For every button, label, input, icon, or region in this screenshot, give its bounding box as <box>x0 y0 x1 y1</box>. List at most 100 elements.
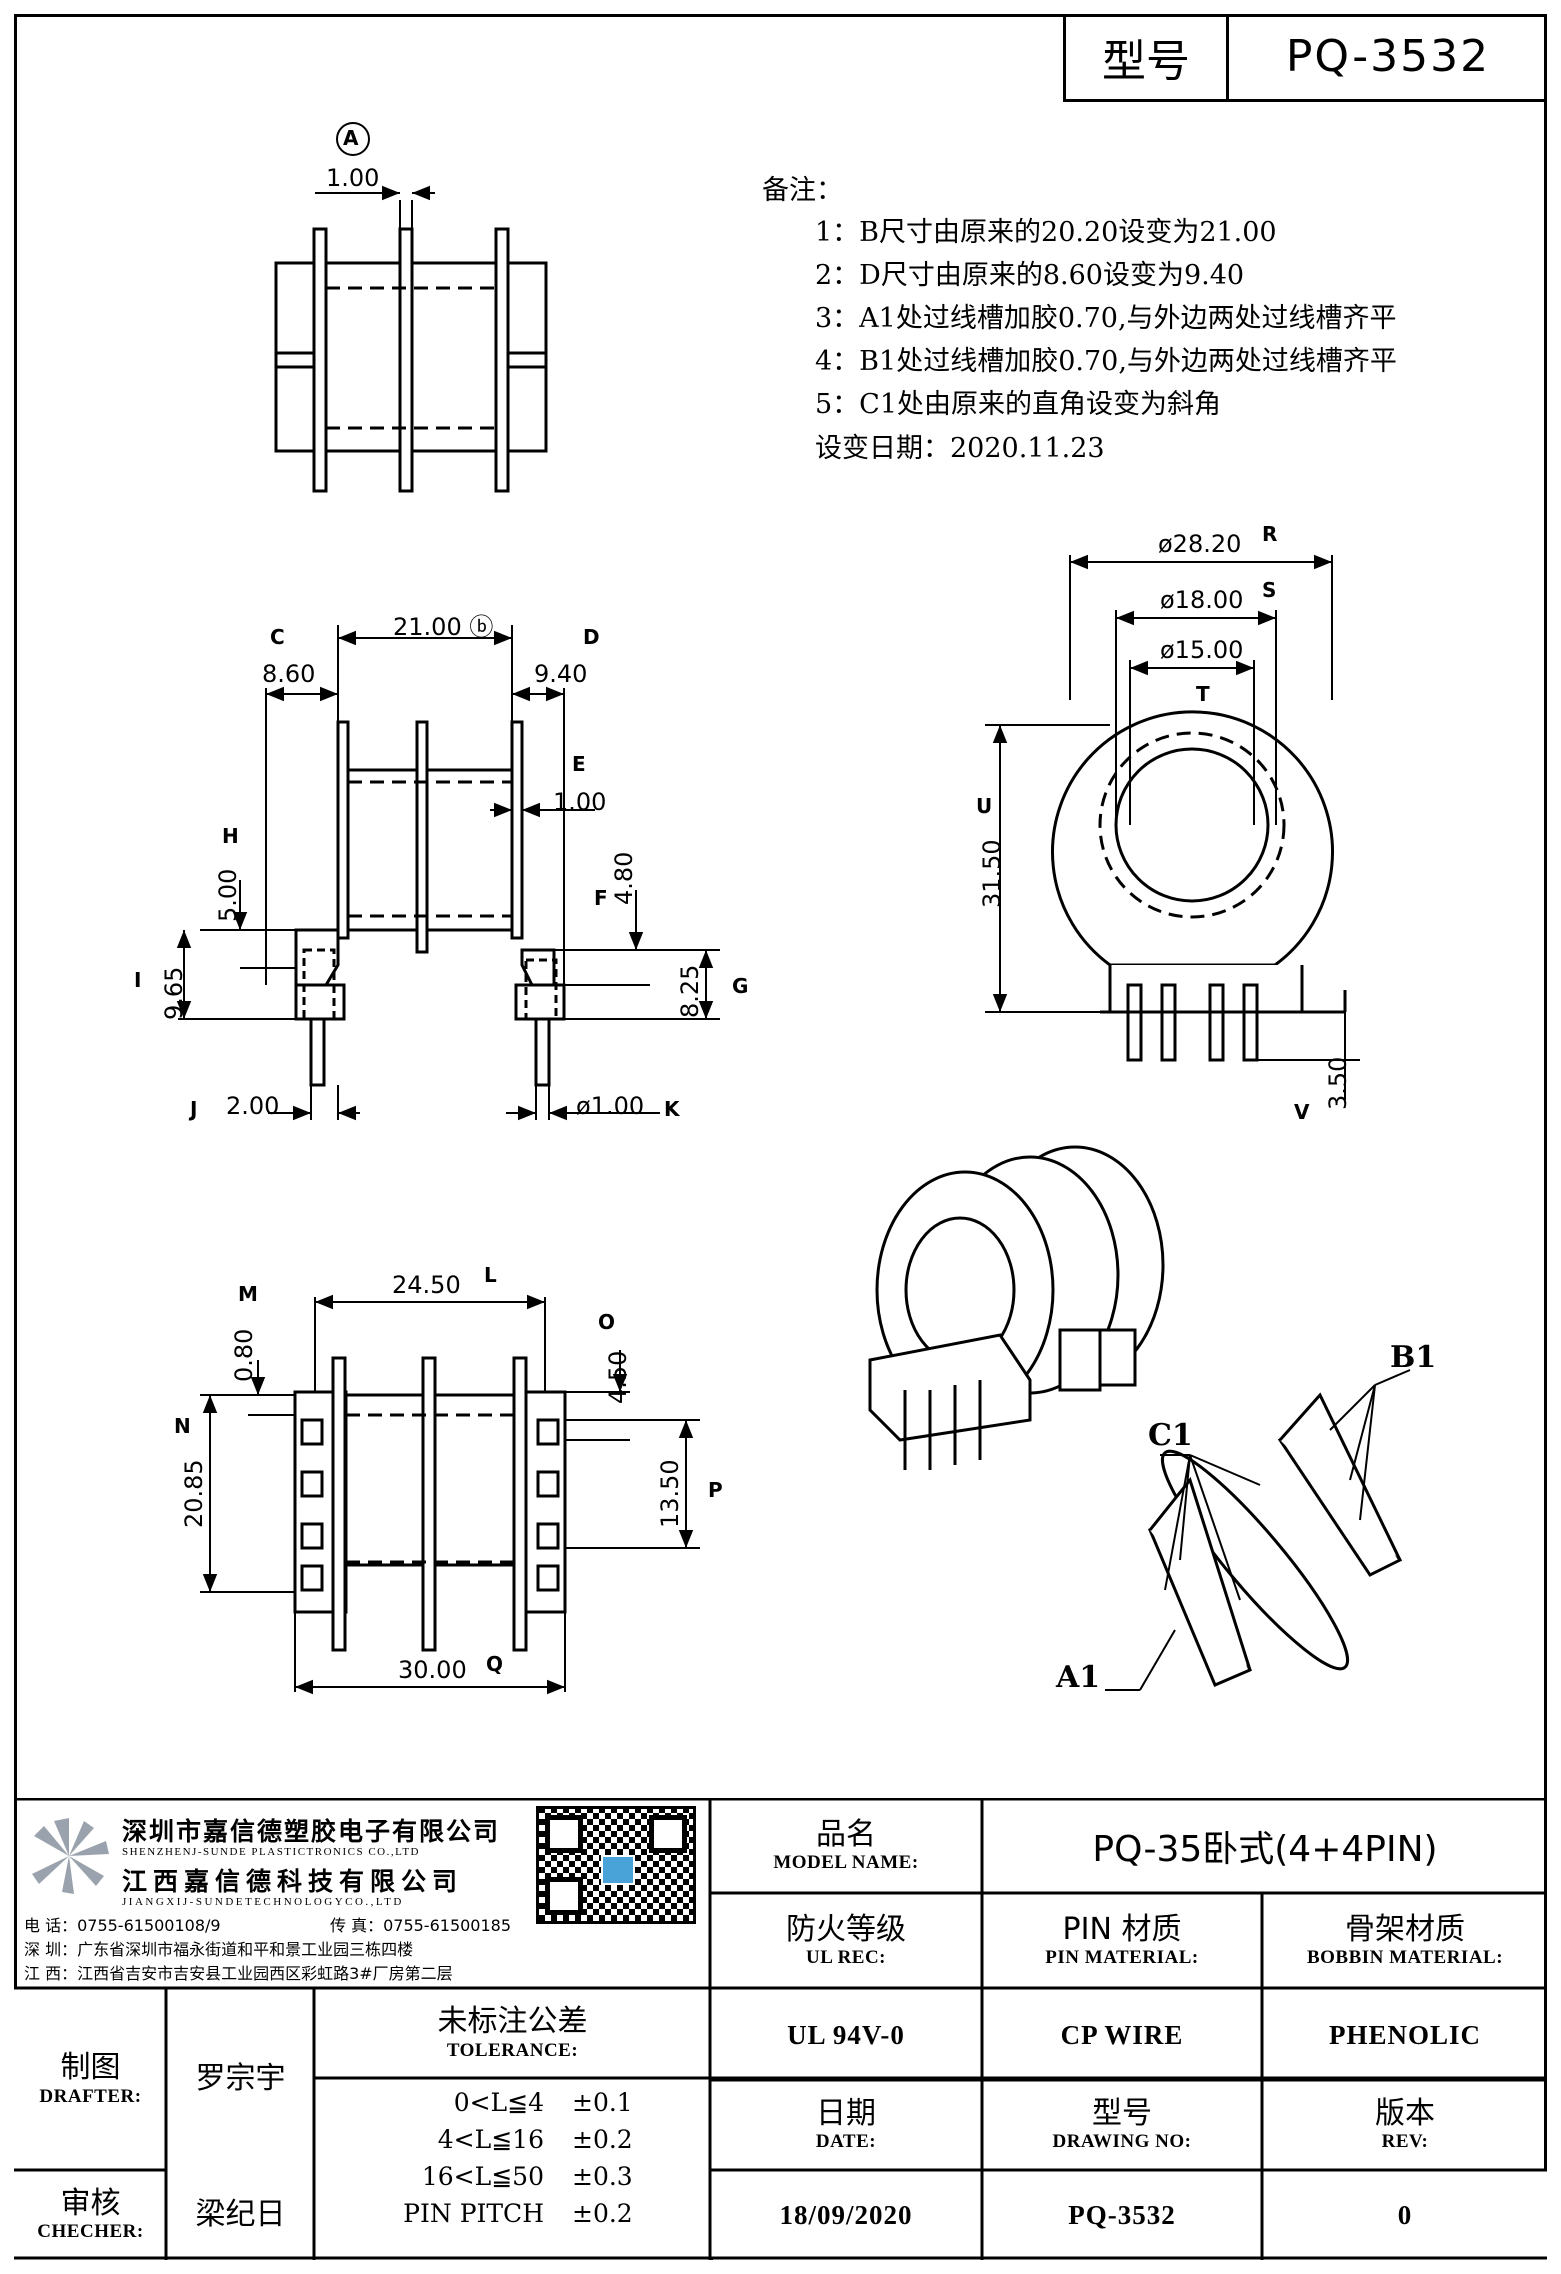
dim-n-value: 20.85 <box>180 1459 208 1528</box>
tolerance-row: 4<L≦16±0.2 <box>437 2125 633 2154</box>
bobbin-material-value-cell: PHENOLIC <box>1328 2020 1482 2050</box>
dim-s-value: ø18.00 <box>1160 586 1244 614</box>
product-name-label: 品名 MODEL NAME: <box>773 1816 919 1874</box>
dim-l-letter: L <box>484 1263 497 1287</box>
checker-value-cell: 梁纪日 <box>195 2196 286 2232</box>
rev-label: 版本 REV: <box>1375 2095 1435 2153</box>
pin-material-value-cell: CP WIRE <box>1060 2020 1184 2050</box>
dim-o-value: 4.50 <box>604 1350 632 1404</box>
front-dims <box>176 625 720 1121</box>
dim-i-value: 9.65 <box>160 966 188 1020</box>
dim-k-value: ø1.00 <box>576 1092 645 1120</box>
drafter-label-cell: 制图 DRAFTER: <box>39 2050 142 2107</box>
title-block-lower-content: 制图 DRAFTER: 罗宗宇 审核 CHECHER: 梁纪日 未标注公差 TO… <box>14 1798 1547 2260</box>
dim-t-value: ø15.00 <box>1160 636 1244 664</box>
product-name-value: PQ-35卧式(4+4PIN) <box>1092 1829 1438 1870</box>
drawing-no-value: PQ-3532 <box>1068 2199 1176 2230</box>
dim-i-letter: I <box>134 968 142 992</box>
dim-o-letter: O <box>598 1310 616 1334</box>
bottom-view <box>293 1356 567 1652</box>
header-model-label: 型号 <box>1102 35 1190 87</box>
dim-d-value: 9.40 <box>534 660 588 688</box>
company-name-sz-en: SHENZHENJ-SUNDE PLASTICTRONICS CO.,LTD <box>122 1846 420 1858</box>
tolerance-label-cell: 未标注公差 TOLERANCE: <box>437 2004 588 2061</box>
tolerance-row: 0<L≦4±0.1 <box>453 2088 633 2117</box>
dim-u-value: 31.50 <box>978 839 1006 908</box>
checker-label-cell: 审核 CHECHER: <box>37 2185 144 2243</box>
dim-r-value: ø28.20 <box>1158 530 1242 558</box>
dim-j-value: 2.00 <box>226 1092 280 1120</box>
tolerance-row: PIN PITCH±0.2 <box>403 2199 633 2228</box>
dim-q-value: 30.00 <box>398 1656 467 1684</box>
dim-q-letter: Q <box>486 1652 504 1676</box>
side-dims <box>985 554 1360 1100</box>
note-item: 4：B1处过线槽加胶0.70,与外边两处过线槽齐平 <box>815 346 1397 377</box>
dim-r-letter: R <box>1262 522 1278 546</box>
date-value: 18/09/2020 <box>779 2199 913 2230</box>
drawing-no-label: 型号 DRAWING NO: <box>1052 2095 1192 2153</box>
leader-lines <box>1105 1369 1411 1691</box>
pin-material-label: PIN 材质 PIN MATERIAL: <box>1045 1911 1199 1969</box>
dim-g-value: 8.25 <box>676 964 704 1018</box>
notes-title: 备注： <box>762 175 843 206</box>
header-model-value: PQ-3532 <box>1285 31 1491 82</box>
callout-a1: A1 <box>1056 1660 1101 1695</box>
dim-t-letter: T <box>1196 682 1210 706</box>
qr-code-icon <box>536 1806 696 1924</box>
front-view <box>294 720 566 1087</box>
dim-d-letter: D <box>583 625 600 649</box>
bottom-dims <box>200 1294 700 1695</box>
dim-j-letter: J <box>190 1097 198 1121</box>
dim-m-value: 0.80 <box>230 1328 258 1382</box>
isometric-view <box>868 1145 1165 1470</box>
dim-p-value: 13.50 <box>656 1459 684 1528</box>
dim-a-letter: A <box>343 126 359 150</box>
dim-b-label: 21.00 ⓑ <box>393 613 494 641</box>
ul-rec-label: 防火等级 UL REC: <box>786 1911 906 1969</box>
dim-p-letter: P <box>708 1478 723 1502</box>
dim-c-letter: C <box>270 625 285 649</box>
dim-s-letter: S <box>1262 578 1277 602</box>
note-item: 5：C1处由原来的直角设变为斜角 <box>815 389 1222 420</box>
rev-value: 0 <box>1397 2199 1413 2230</box>
dim-l-value: 24.50 <box>392 1271 461 1299</box>
company-fax: 传 真：0755-61500185 <box>330 1916 512 1935</box>
note-change-date: 设变日期：2020.11.23 <box>815 433 1105 464</box>
date-label: 日期 DATE: <box>815 2095 877 2153</box>
dim-v-value: 3.50 <box>1324 1056 1352 1110</box>
dim-v-letter: V <box>1294 1100 1310 1124</box>
tolerance-row: 16<L≦50±0.3 <box>421 2162 633 2191</box>
side-view <box>1051 710 1347 1062</box>
bobbin-material-label: 骨架材质 BOBBIN MATERIAL: <box>1306 1911 1504 1969</box>
dim-e-letter: E <box>572 752 586 776</box>
ul-rec-value-cell: UL 94V-0 <box>787 2020 905 2050</box>
company-address-jx: 江 西：江西省吉安市吉安县工业园西区彩虹路3#厂房第二层 <box>24 1964 453 1983</box>
callout-c1: C1 <box>1148 1418 1193 1453</box>
company-name-jx-en: JIANGXIJ-SUNDETECHNOLOGYCO.,LTD <box>122 1896 404 1908</box>
dim-f-letter: F <box>594 886 608 910</box>
dim-f-value: 4.80 <box>610 851 638 905</box>
dim-c-value: 8.60 <box>262 660 316 688</box>
company-logo-icon <box>24 1816 114 1896</box>
dim-u-letter: U <box>976 794 993 818</box>
top-view <box>274 227 548 493</box>
dim-h-letter: H <box>222 824 239 848</box>
technical-drawing <box>176 122 1411 1695</box>
company-address-sz: 深 圳：广东省深圳市福永街道和平和景工业园三栋四楼 <box>24 1940 414 1959</box>
dim-a <box>315 122 435 229</box>
note-item: 1：B尺寸由原来的20.20设变为21.00 <box>815 217 1277 248</box>
callout-b1: B1 <box>1390 1340 1437 1375</box>
company-phone: 电 话：0755-61500108/9 <box>24 1916 221 1935</box>
dim-n-letter: N <box>174 1414 191 1438</box>
dim-m-letter: M <box>238 1282 258 1306</box>
dim-e-value: 1.00 <box>553 788 607 816</box>
dim-k-letter: K <box>664 1097 680 1121</box>
note-item: 2：D尺寸由原来的8.60设变为9.40 <box>815 260 1245 291</box>
note-item: 3：A1处过线槽加胶0.70,与外边两处过线槽齐平 <box>815 303 1397 334</box>
drafter-value-cell: 罗宗宇 <box>195 2061 286 2097</box>
dim-h-value: 5.00 <box>214 868 242 922</box>
dim-a-value: 1.00 <box>326 164 380 192</box>
detail-view <box>1147 1392 1403 1687</box>
company-name-jx: 江西嘉信德科技有限公司 <box>122 1867 464 1896</box>
company-name-sz: 深圳市嘉信德塑胶电子有限公司 <box>122 1817 501 1846</box>
